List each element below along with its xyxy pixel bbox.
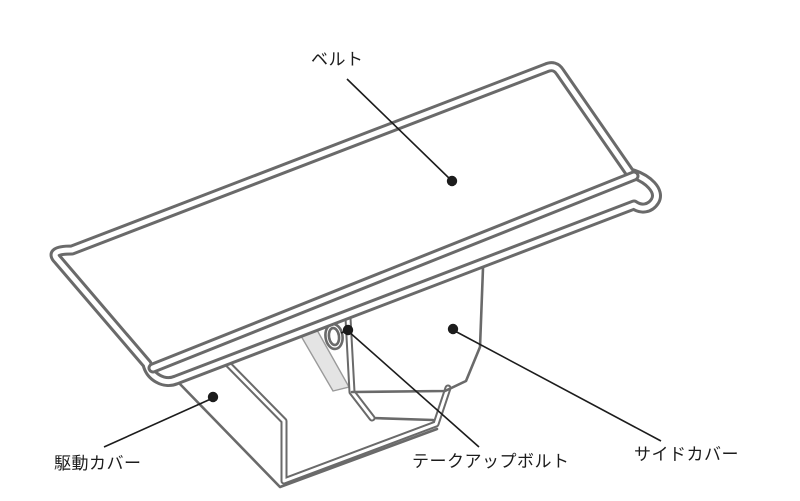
leader-line-drive-cover — [103, 397, 214, 448]
label-side-cover: サイドカバー — [634, 445, 739, 465]
drive-cover-shape — [176, 380, 439, 489]
belt-front-edge-core — [150, 173, 637, 371]
leader-dot-side-cover — [447, 323, 459, 335]
leader-lines — [103, 78, 662, 448]
leader-line-side-cover — [452, 329, 662, 442]
leader-line-belt — [346, 78, 453, 182]
base-inner-edge — [370, 416, 438, 426]
leader-line-takeup-bolt — [347, 330, 480, 448]
takeup-bolt-inner-ring — [327, 326, 341, 347]
belt-shape — [49, 61, 662, 387]
leader-dot-belt — [446, 175, 458, 187]
takeup-bolt-shape — [324, 322, 344, 351]
side-cover-shape — [350, 266, 485, 394]
leader-dot-takeup-bolt — [342, 324, 354, 336]
conveyor-stand — [176, 266, 485, 489]
label-belt: ベルト — [311, 50, 364, 70]
label-takeup-bolt: テークアップボルト — [412, 452, 570, 472]
belt-outline-core — [52, 64, 659, 384]
label-drive-cover: 駆動カバー — [54, 454, 142, 474]
leader-dot-drive-cover — [207, 391, 219, 403]
